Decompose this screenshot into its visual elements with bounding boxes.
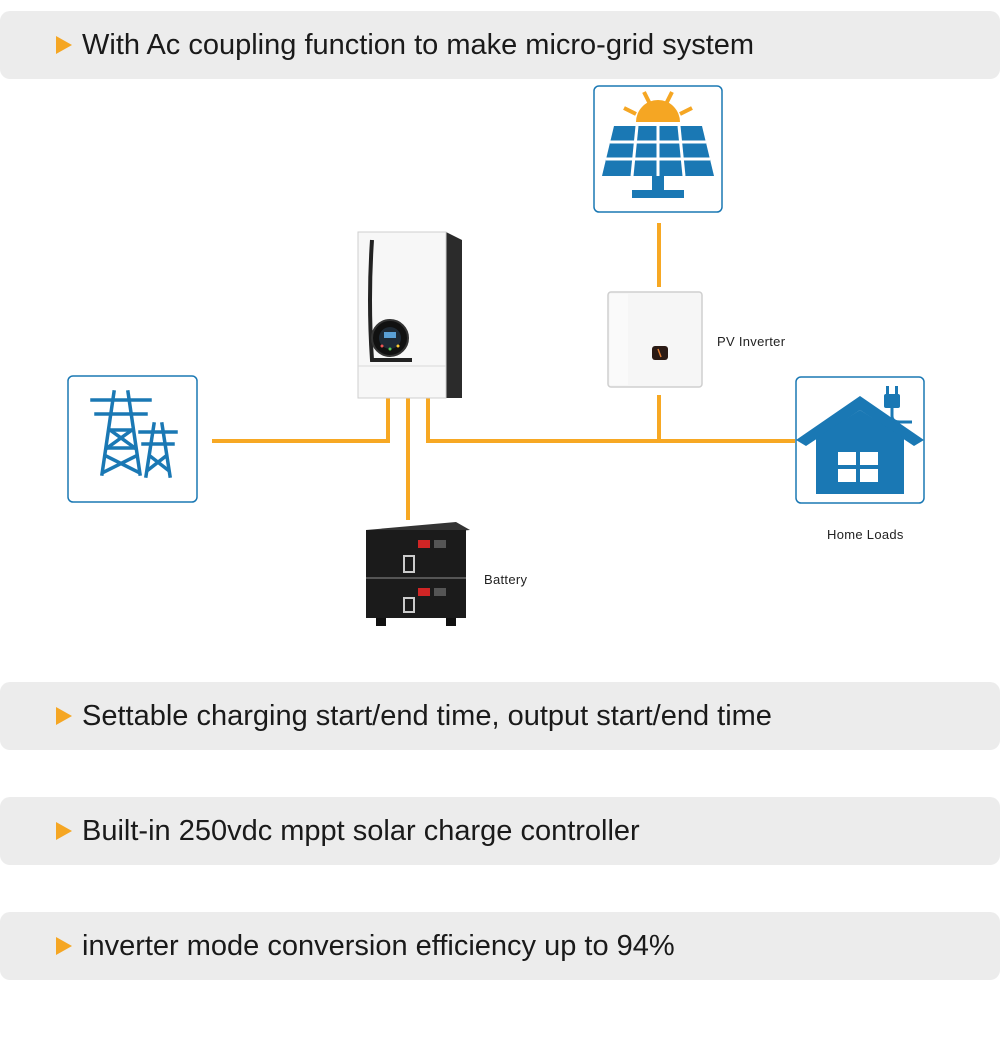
pv-inverter-label: PV Inverter bbox=[717, 334, 786, 349]
feature-text: With Ac coupling function to make micro-… bbox=[82, 29, 755, 61]
feature-banner-mppt: Built-in 250vdc mppt solar charge contro… bbox=[0, 797, 1000, 865]
bullet-arrow-icon bbox=[56, 822, 72, 840]
hybrid-inverter-unit bbox=[357, 231, 462, 399]
line-inverter-to-home bbox=[426, 398, 795, 443]
feature-text: Built-in 250vdc mppt solar charge contro… bbox=[82, 815, 640, 847]
bullet-arrow-icon bbox=[56, 36, 72, 54]
battery-unit bbox=[366, 522, 470, 626]
battery-label: Battery bbox=[484, 572, 528, 587]
feature-text: inverter mode conversion efficiency up t… bbox=[82, 930, 675, 962]
line-grid-to-inverter bbox=[212, 398, 390, 443]
feature-banner-efficiency: inverter mode conversion efficiency up t… bbox=[0, 912, 1000, 980]
solar-panel-icon bbox=[593, 85, 723, 213]
bullet-arrow-icon bbox=[56, 937, 72, 955]
micro-grid-diagram bbox=[67, 85, 925, 626]
feature-banner-ac-coupling: With Ac coupling function to make micro-… bbox=[0, 11, 1000, 79]
home-loads-label: Home Loads bbox=[827, 527, 904, 542]
bullet-arrow-icon bbox=[56, 707, 72, 725]
pv-inverter-unit bbox=[607, 291, 703, 388]
power-grid-tower-icon bbox=[67, 375, 198, 503]
connection-lines bbox=[212, 223, 795, 520]
feature-banner-charging-time: Settable charging start/end time, output… bbox=[0, 682, 1000, 750]
feature-text: Settable charging start/end time, output… bbox=[82, 700, 772, 732]
house-plug-icon bbox=[795, 376, 925, 504]
